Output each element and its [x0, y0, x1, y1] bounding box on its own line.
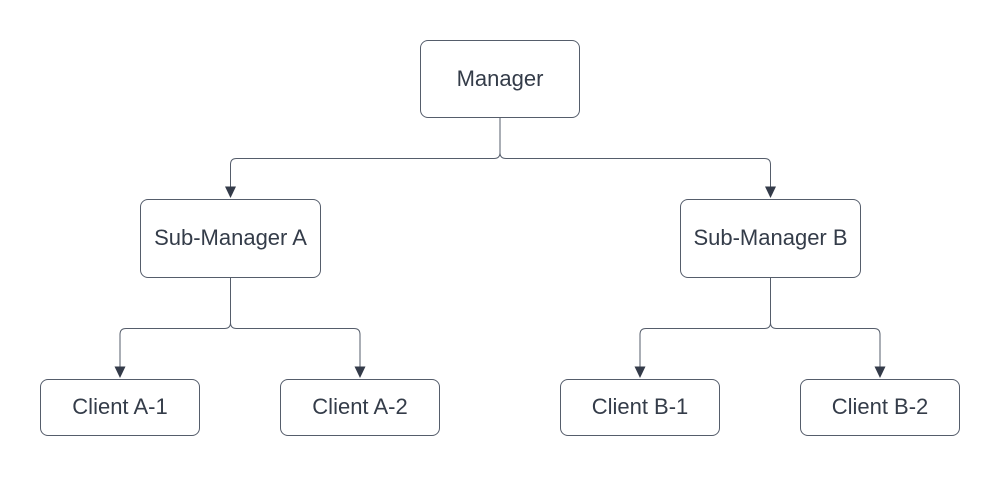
node-client-b1: Client B-1	[560, 379, 720, 436]
arrowhead-icon	[114, 366, 126, 378]
node-sub-manager-a: Sub-Manager A	[140, 199, 321, 278]
node-sub-manager-b: Sub-Manager B	[680, 199, 861, 278]
edge-sub-b-client-b1	[639, 278, 771, 367]
node-manager: Manager	[420, 40, 580, 118]
edge-sub-a-client-a2	[230, 278, 361, 367]
node-client-a1: Client A-1	[40, 379, 200, 436]
edge-manager-sub-a	[230, 118, 501, 187]
edge-manager-sub-b	[499, 118, 771, 187]
edge-sub-a-client-a1	[119, 278, 231, 367]
node-client-a2: Client A-2	[280, 379, 440, 436]
arrowhead-icon	[354, 366, 366, 378]
node-client-b2: Client B-2	[800, 379, 960, 436]
arrowhead-icon	[634, 366, 646, 378]
arrowhead-icon	[225, 186, 236, 198]
edge-sub-b-client-b2	[770, 278, 881, 367]
arrowhead-icon	[874, 366, 886, 378]
arrowhead-icon	[765, 186, 776, 198]
